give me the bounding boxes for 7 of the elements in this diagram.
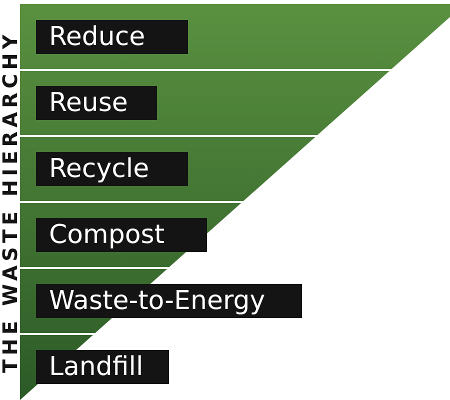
vertical-title: THE WASTE HIERARCHY xyxy=(0,30,20,376)
level-label: Reduce xyxy=(36,20,188,54)
level-label: Waste-to-Energy xyxy=(36,284,302,318)
level-label: Recycle xyxy=(36,152,188,186)
level-label: Reuse xyxy=(36,86,157,120)
level-label: Landfill xyxy=(36,350,169,384)
level-label: Compost xyxy=(36,218,207,252)
